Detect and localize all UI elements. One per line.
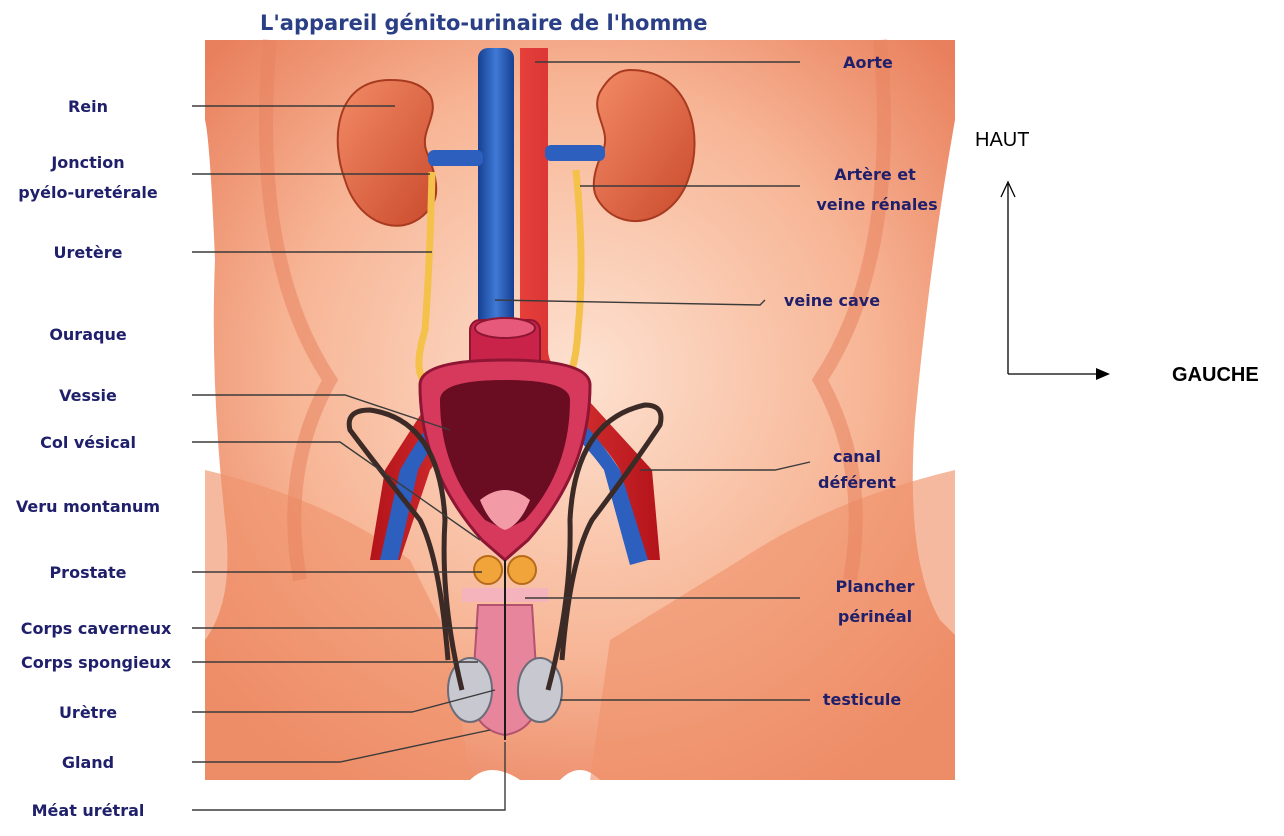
label-uretre: Urètre bbox=[59, 703, 117, 722]
label-canal: canal bbox=[833, 447, 881, 466]
label-plancher: Plancher bbox=[835, 577, 914, 596]
label-corps-spongieux: Corps spongieux bbox=[21, 653, 172, 672]
urachus-opening bbox=[475, 318, 535, 338]
orientation-indicator: HAUT GAUCHE bbox=[975, 129, 1259, 386]
label-pyelo-ureterale: pyélo-uretérale bbox=[18, 183, 158, 202]
label-aorte: Aorte bbox=[843, 53, 893, 72]
label-perineal: périnéal bbox=[838, 607, 912, 626]
diagram-title: L'appareil génito-urinaire de l'homme bbox=[260, 11, 707, 35]
label-corps-caverneux: Corps caverneux bbox=[21, 619, 172, 638]
orientation-up-label: HAUT bbox=[975, 129, 1029, 151]
label-ouraque: Ouraque bbox=[49, 325, 127, 344]
labels-left: Rein Jonction pyélo-uretérale Uretère Ou… bbox=[16, 97, 172, 820]
label-testicule: testicule bbox=[823, 690, 902, 709]
label-rein: Rein bbox=[68, 97, 108, 116]
label-jonction: Jonction bbox=[50, 153, 124, 172]
renal-vein-right bbox=[545, 145, 605, 161]
renal-vein-left bbox=[428, 150, 483, 166]
label-col-vesical: Col vésical bbox=[40, 433, 136, 452]
label-artere-et: Artère et bbox=[834, 165, 916, 184]
orientation-left-label: GAUCHE bbox=[1172, 364, 1259, 386]
label-veine-renales: veine rénales bbox=[816, 195, 937, 214]
label-meat-uretral: Méat urétral bbox=[32, 801, 145, 820]
label-gland: Gland bbox=[62, 753, 114, 772]
label-veine-cave: veine cave bbox=[784, 291, 880, 310]
prostate-right bbox=[508, 556, 536, 584]
kidney-right bbox=[594, 70, 695, 221]
label-prostate: Prostate bbox=[49, 563, 126, 582]
label-vessie: Vessie bbox=[59, 386, 117, 405]
arrow-left-head bbox=[1096, 368, 1110, 380]
label-deferent: déférent bbox=[818, 473, 896, 492]
label-uretere: Uretère bbox=[54, 243, 123, 262]
label-veru-montanum: Veru montanum bbox=[16, 497, 160, 516]
prostate-left bbox=[474, 556, 502, 584]
